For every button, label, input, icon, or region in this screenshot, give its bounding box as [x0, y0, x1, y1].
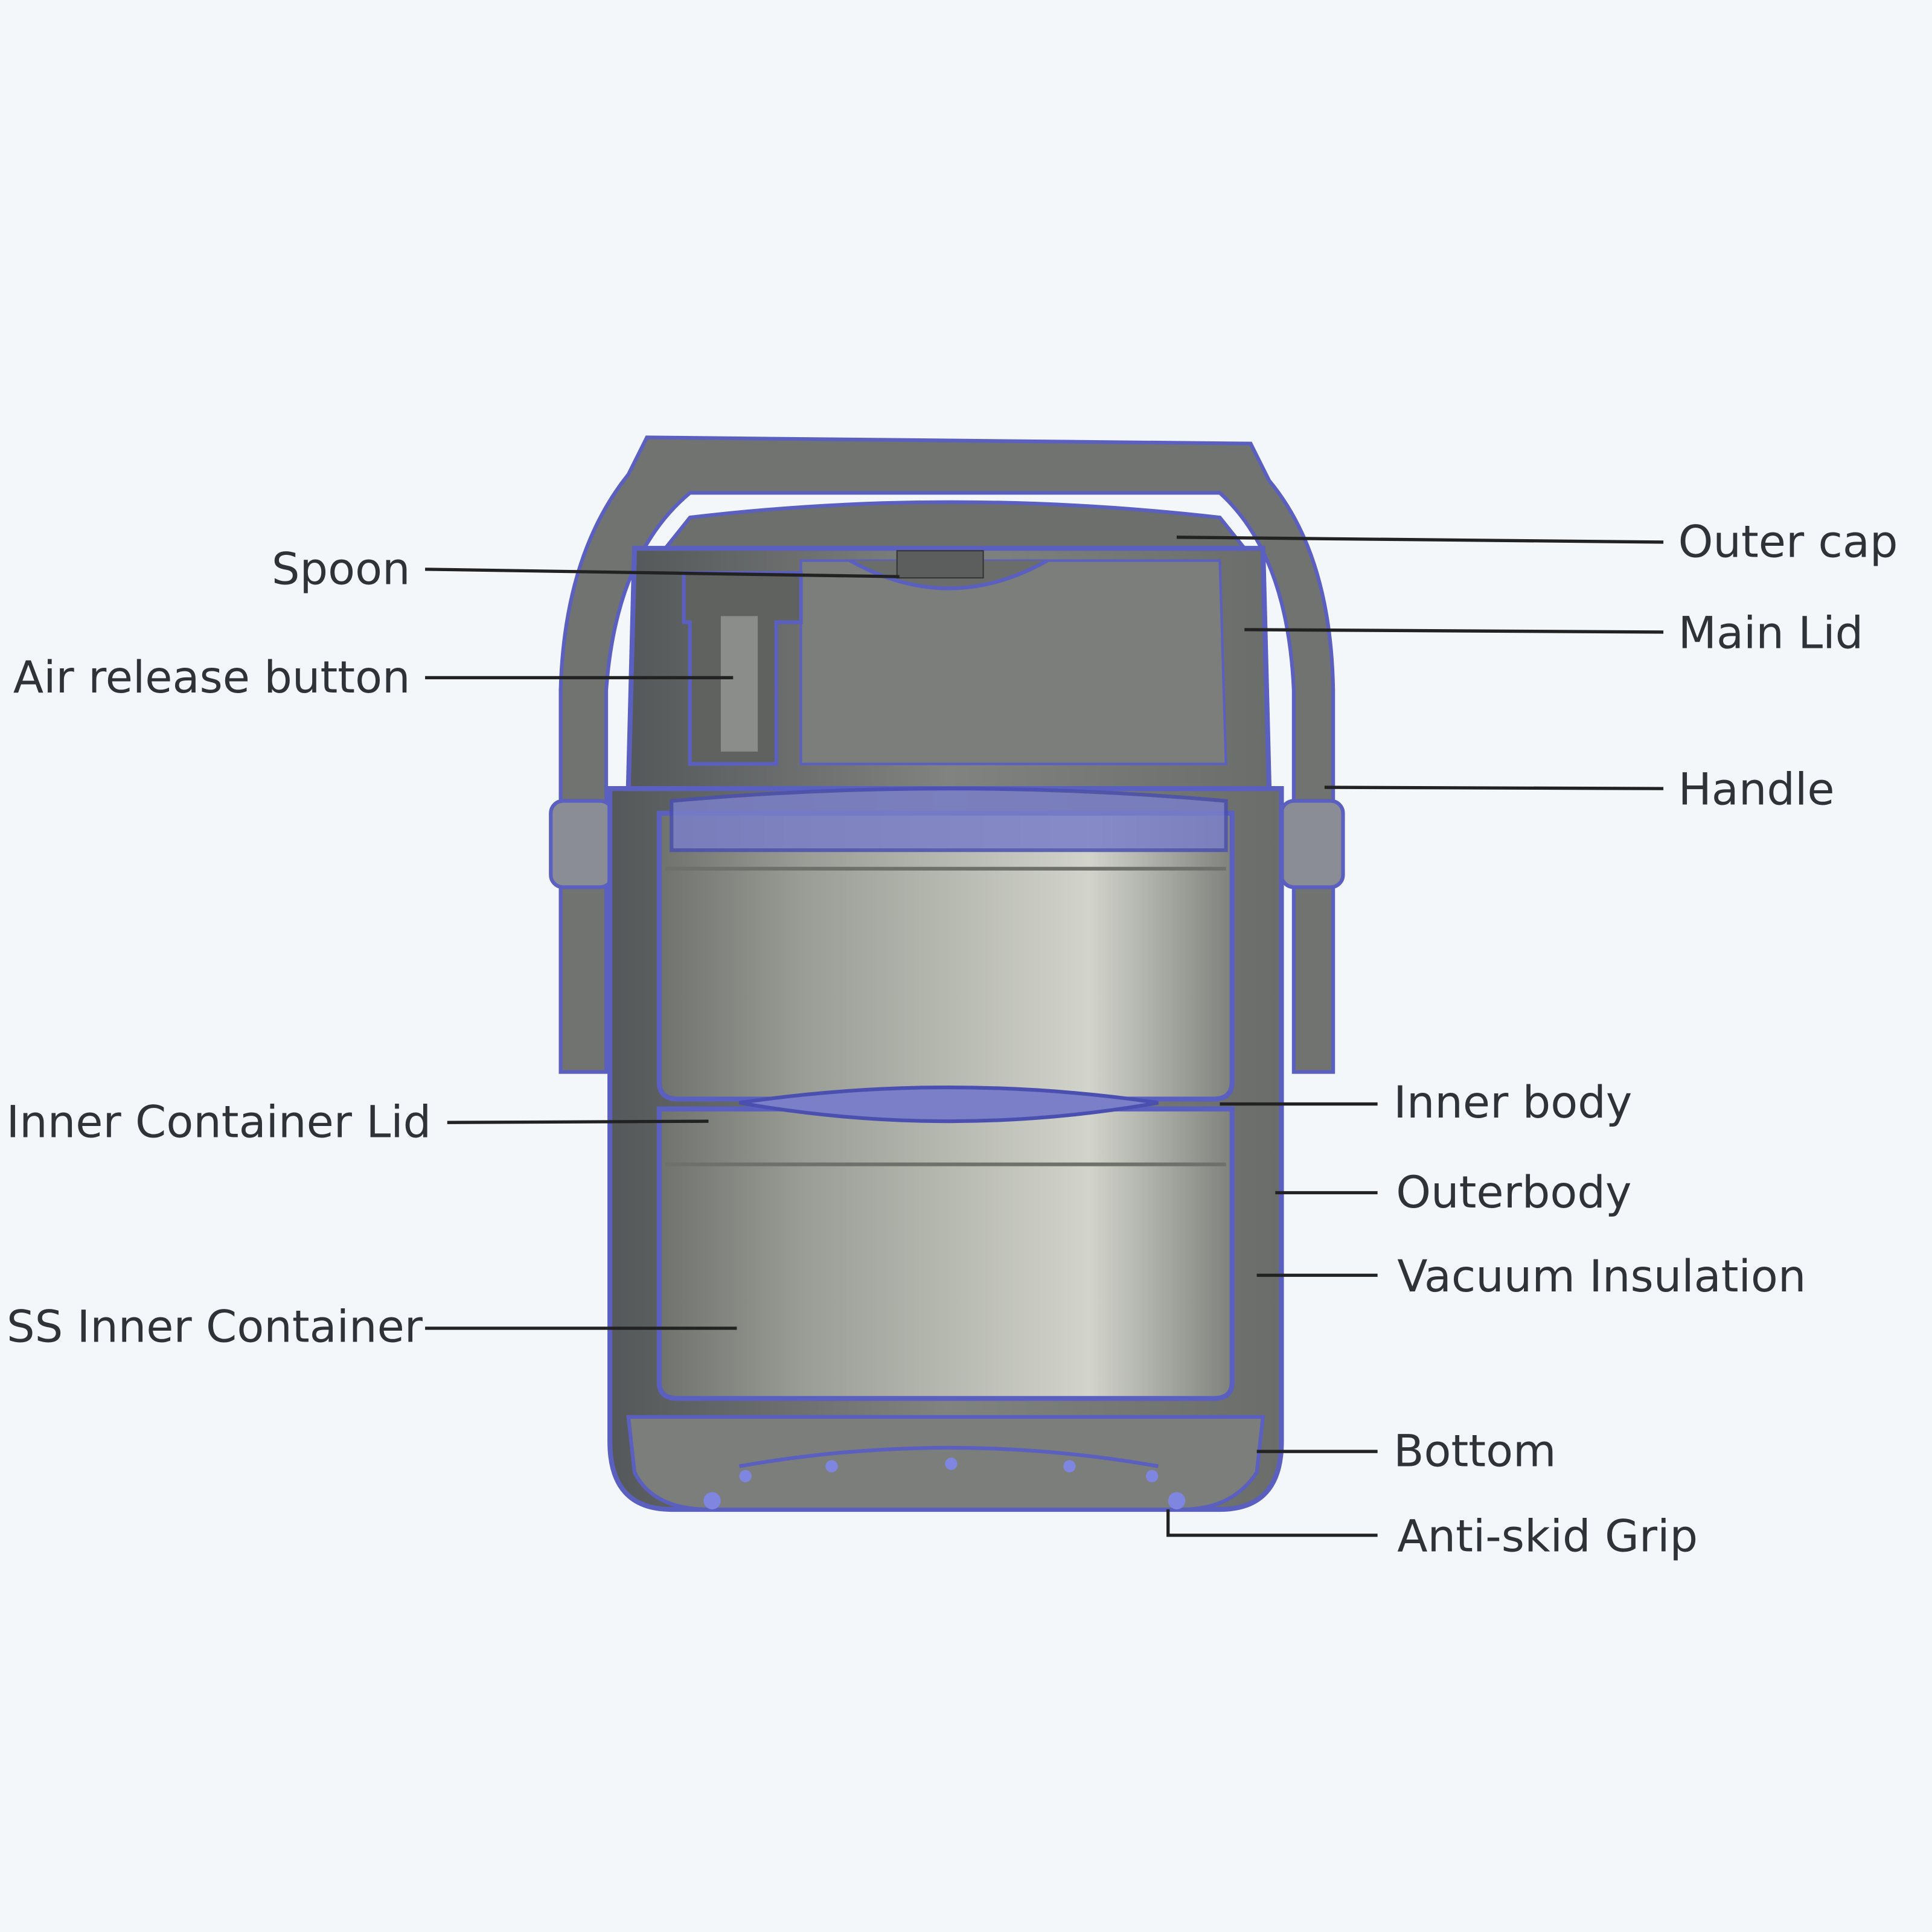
label-anti-skid-grip: Anti-skid Grip	[1397, 1511, 1698, 1562]
label-inner-body: Inner body	[1393, 1077, 1632, 1128]
label-outer-cap: Outer cap	[1678, 516, 1898, 568]
label-outerbody: Outerbody	[1396, 1167, 1631, 1218]
leader-lines	[425, 536, 1664, 1537]
lid-assembly-graphic	[625, 500, 1272, 792]
upper-inner-container-graphic	[656, 787, 1235, 1102]
label-bottom: Bottom	[1393, 1426, 1556, 1477]
label-air-release-button: Air release button	[13, 652, 411, 703]
label-vacuum-insulation: Vacuum Insulation	[1397, 1251, 1806, 1302]
bottom-graphic	[626, 1415, 1265, 1512]
lower-inner-container-graphic	[656, 1085, 1235, 1401]
anti-skid-grip-dots	[703, 1457, 1186, 1509]
label-spoon: Spoon	[272, 543, 411, 595]
label-ss-inner-container: SS Inner Container	[7, 1301, 423, 1352]
handle-graphic	[549, 435, 1345, 1074]
label-handle: Handle	[1678, 764, 1835, 816]
label-inner-container-lid: Inner Container Lid	[7, 1097, 432, 1148]
label-main-lid: Main Lid	[1678, 607, 1864, 659]
